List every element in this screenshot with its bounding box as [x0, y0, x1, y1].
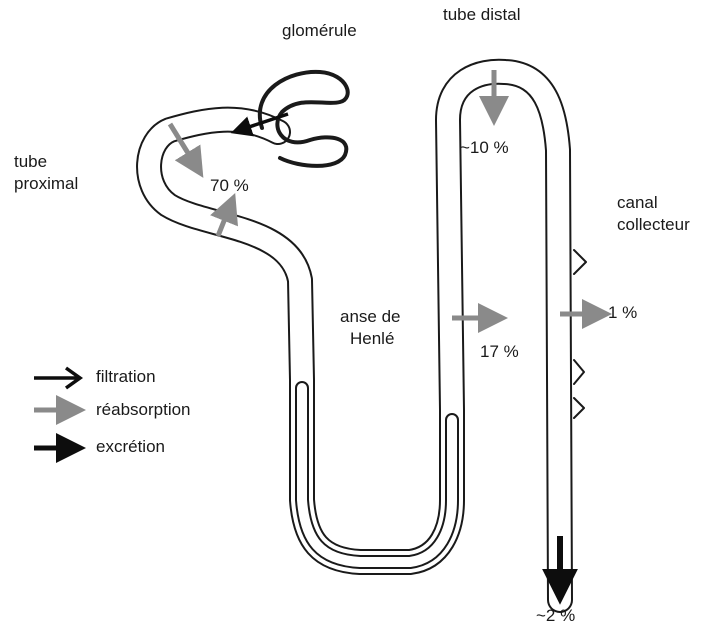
collecteur-percentage: 1 %: [608, 303, 637, 323]
canal-label-line1: canal: [617, 193, 658, 213]
proximal-percentage: 70 %: [210, 176, 249, 196]
legend-reabsorption-label: réabsorption: [96, 400, 191, 420]
legend-excretion-label: excrétion: [96, 437, 165, 457]
tube-proximal-label-line1: tube: [14, 152, 47, 172]
henle-percentage: 17 %: [480, 342, 519, 362]
anse-label-line2: Henlé: [350, 329, 394, 349]
filtration-legend-arrow: [34, 368, 80, 388]
canal-label-line2: collecteur: [617, 215, 690, 235]
excreted-percentage: ~2 %: [536, 606, 575, 626]
tube-proximal-label-line2: proximal: [14, 174, 78, 194]
legend-filtration-label: filtration: [96, 367, 156, 387]
tube-distal-label: tube distal: [443, 5, 521, 25]
distal-percentage: ~10 %: [460, 138, 509, 158]
anse-label-line1: anse de: [340, 307, 401, 327]
glomerule-label: glomérule: [282, 21, 357, 41]
legend-arrows: [34, 368, 80, 448]
